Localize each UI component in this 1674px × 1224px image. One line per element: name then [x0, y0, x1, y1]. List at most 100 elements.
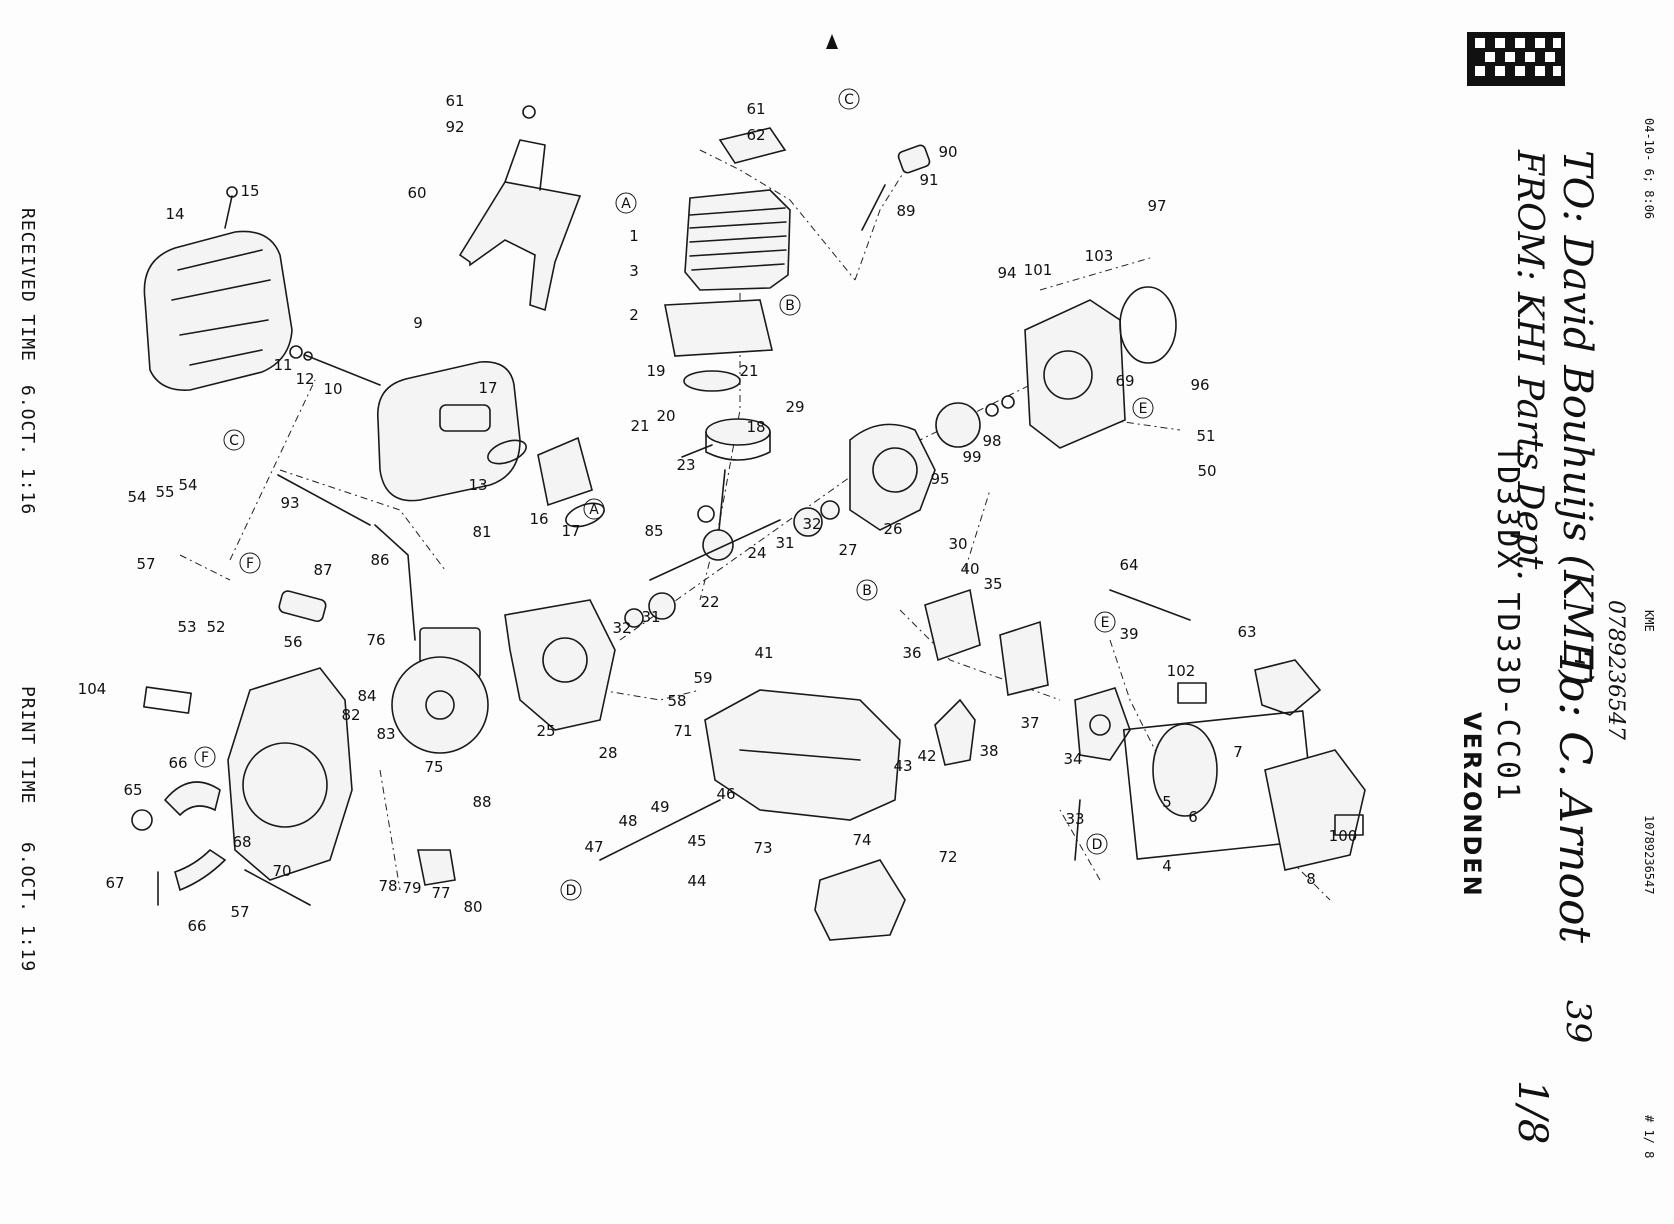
reference-letter: C [844, 92, 854, 108]
part-number-label: 21 [630, 417, 649, 435]
part-number-label: 87 [313, 561, 332, 579]
reference-letter: E [1139, 401, 1148, 417]
part-number-label: 58 [667, 692, 686, 710]
reference-marker: C [223, 429, 245, 451]
part-16-plate [537, 436, 593, 507]
part-number-label: 2 [629, 306, 639, 324]
part-number-label: 25 [536, 722, 555, 740]
part-number-label: 15 [240, 182, 259, 200]
part-number-label: 84 [357, 687, 376, 705]
part-number-label: 20 [656, 407, 675, 425]
part-number-label: 60 [407, 184, 426, 202]
part-number-label: 72 [938, 848, 957, 866]
part-number-label: 82 [341, 706, 360, 724]
part-number-label: 17 [478, 379, 497, 397]
part-number-label: 92 [445, 118, 464, 136]
reference-circle [560, 879, 582, 901]
part-number-label: 7 [1233, 743, 1243, 761]
part-number-label: 101 [1024, 261, 1053, 279]
part-number-label: 37 [1020, 714, 1039, 732]
registration-mark [826, 34, 838, 49]
part-number-label: 61 [445, 92, 464, 110]
part-number-label: 89 [896, 202, 915, 220]
reference-circle [779, 294, 801, 316]
part-number-label: 48 [618, 812, 637, 830]
part-number-label: 27 [838, 541, 857, 559]
part-number-label: 80 [463, 898, 482, 916]
part-36-filter [924, 588, 981, 662]
part-42-cap [934, 698, 976, 766]
part-64-throttle-cable [1109, 589, 1191, 621]
part-number-label: 33 [1065, 810, 1084, 828]
part-number-label: 74 [852, 831, 871, 849]
part-number-label: 12 [295, 370, 314, 388]
fax-header-left: 04-10- 6; 8:06 [1642, 118, 1656, 220]
part-20-pin [681, 444, 713, 458]
part-60-bracket [458, 105, 582, 312]
part-number-label: 79 [402, 879, 421, 897]
reference-circle [1132, 397, 1154, 419]
reference-marker: E [1094, 611, 1116, 633]
part-number-label: 66 [187, 917, 206, 935]
reference-letter: F [246, 556, 254, 572]
reference-letter: A [589, 502, 599, 518]
part-27-crankcase [849, 423, 936, 531]
part-number-label: 14 [165, 205, 184, 223]
handwritten-to-2: To: C. Arnoot [1549, 650, 1600, 944]
verzonden-stamp: VERZONDEN [1458, 712, 1486, 898]
part-number-label: 49 [650, 798, 669, 816]
part-number-label: 46 [716, 785, 735, 803]
part-93-fuel-pipe [277, 474, 371, 526]
part-number-label: 50 [1197, 462, 1216, 480]
part-number-label: 24 [747, 544, 766, 562]
part-number-label: 96 [1190, 376, 1209, 394]
part-89-spark-plug [861, 184, 886, 231]
part-1-cylinder [684, 127, 791, 291]
part-number-label: 81 [472, 523, 491, 541]
part-number-label: 1 [629, 227, 639, 245]
model-title: TD33DX TD33D-CC01 [1490, 445, 1525, 804]
part-number-label: 83 [376, 725, 395, 743]
part-number-label: 10 [323, 380, 342, 398]
part-number-label: 69 [1115, 372, 1134, 390]
part-number-label: 29 [785, 398, 804, 416]
part-number-label: 21 [739, 362, 758, 380]
part-number-label: 76 [366, 631, 385, 649]
part-number-label: 93 [280, 494, 299, 512]
part-number-label: 57 [230, 903, 249, 921]
received-time-value: 6.OCT. 1:16 [17, 385, 38, 516]
part-number-label: 11 [273, 356, 292, 374]
reference-marker: C [838, 88, 860, 110]
part-99-washer [985, 403, 999, 417]
reference-marker: F [194, 746, 216, 768]
reference-circle [615, 192, 637, 214]
part-32-seal-b [820, 500, 840, 520]
part-12-washer [303, 351, 313, 361]
reference-circle [1086, 833, 1108, 855]
part-number-label: 32 [802, 515, 821, 533]
part-number-label: 41 [754, 644, 773, 662]
part-number-label: 32 [612, 619, 631, 637]
part-number-label: 51 [1196, 427, 1215, 445]
part-number-label: 53 [177, 618, 196, 636]
part-number-label: 77 [431, 884, 450, 902]
part-72-guard [814, 859, 906, 941]
part-number-label: 55 [155, 483, 174, 501]
part-86-plug-lead [374, 524, 416, 641]
part-number-label: 98 [982, 432, 1001, 450]
part-number-label: 34 [1063, 750, 1082, 768]
part-9-muffler [377, 361, 521, 502]
reference-letter: A [621, 196, 631, 212]
part-87-cap [278, 590, 327, 623]
reference-letter: D [566, 883, 577, 899]
part-number-label: 39 [1119, 625, 1138, 643]
reference-circle [194, 746, 216, 768]
part-number-label: 57 [136, 555, 155, 573]
part-62-plate [718, 127, 787, 164]
part-95-flywheel [935, 402, 981, 448]
part-19-ring [683, 370, 741, 392]
reference-letter: B [862, 583, 872, 599]
part-number-label: 67 [105, 874, 124, 892]
part-33-pipe [1074, 799, 1081, 861]
